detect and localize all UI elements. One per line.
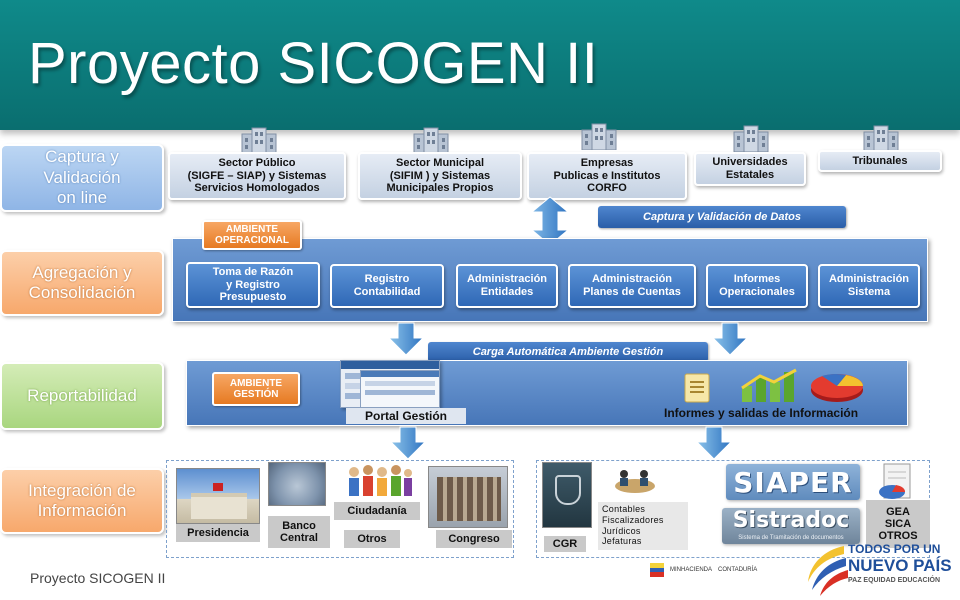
pie-chart-icon <box>811 374 863 402</box>
document-chart-icon <box>879 463 911 499</box>
side-label-reportabilidad: Reportabilidad <box>0 362 164 430</box>
side-label-captura: Captura y Validación on line <box>0 144 164 212</box>
cgr-label: CGR <box>544 536 586 552</box>
captura-validacion-bar: Captura y Validación de Datos <box>598 206 846 228</box>
building-icon <box>863 125 899 152</box>
portal-gestion-label: Portal Gestión <box>346 408 466 424</box>
bar-chart-icon <box>741 368 797 402</box>
gea-sica-otros-label: GEA SICA OTROS <box>866 500 930 548</box>
ministry-logos: MINHACIENDA CONTADURÍA <box>650 560 800 580</box>
ambiente-operacional-badge: AMBIENTE OPERACIONAL <box>202 220 302 250</box>
carga-automatica-bar: Carga Automática Ambiente Gestión <box>428 342 708 362</box>
congreso-photo <box>428 466 508 528</box>
people-meeting-icon <box>615 470 655 493</box>
slide-header <box>0 0 960 130</box>
nuevo-pais-swoosh-icon <box>808 546 848 596</box>
nuevo-pais-logo: TODOS POR UN NUEVO PAÍS PAZ EQUIDAD EDUC… <box>848 542 952 584</box>
module-administracion-entidades: Administración Entidades <box>456 264 558 308</box>
presidencia-label: Presidencia <box>176 524 260 542</box>
source-universidades: Universidades Estatales <box>694 152 806 186</box>
ambiente-gestion-badge: AMBIENTE GESTIÓN <box>212 372 300 406</box>
module-toma-de-razon: Toma de Razón y Registro Presupuesto <box>186 262 320 308</box>
cgr-emblem-photo <box>542 462 592 528</box>
module-registro-contabilidad: Registro Contabilidad <box>330 264 444 308</box>
ciudadania-people-image <box>344 462 414 502</box>
source-sector-municipal: Sector Municipal (SIFIM ) y Sistemas Mun… <box>358 152 522 200</box>
slide-title: Proyecto SICOGEN II <box>28 31 599 96</box>
source-sector-publico: Sector Público (SIGFE – SIAP) y Sistemas… <box>168 152 346 200</box>
down-arrow-icon <box>696 426 732 460</box>
otros-label: Otros <box>344 530 400 548</box>
ciudadania-label: Ciudadanía <box>334 502 420 520</box>
minhacienda-label: MINHACIENDA <box>670 567 713 573</box>
building-icon <box>413 127 449 154</box>
building-icon <box>241 127 277 154</box>
module-administracion-sistema: Administración Sistema <box>818 264 920 308</box>
source-empresas-publicas: Empresas Publicas e Institutos CORFO <box>527 152 687 200</box>
sistradoc-logo: Sistradoc Sistema de Tramitación de docu… <box>722 508 860 544</box>
informes-salidas-label: Informes y salidas de Información <box>664 406 859 420</box>
source-tribunales: Tribunales <box>818 150 942 172</box>
banco-central-label: Banco Central <box>268 516 330 548</box>
building-icon <box>733 125 769 152</box>
colombia-shield-icon <box>650 563 664 577</box>
down-arrow-icon <box>712 322 748 356</box>
contables-fiscalizadores-label: Contables Fiscalizadores Jurídicos Jefat… <box>598 502 688 550</box>
side-label-agregacion: Agregación y Consolidación <box>0 250 164 316</box>
footer-text: Proyecto SICOGEN II <box>30 570 166 586</box>
down-arrow-icon <box>388 322 424 356</box>
presidencia-photo <box>176 468 260 524</box>
down-arrow-icon <box>390 426 426 460</box>
banco-central-photo <box>268 462 326 506</box>
side-label-integracion: Integración de Información <box>0 468 164 534</box>
integracion-external-group <box>166 460 514 558</box>
module-informes-operacionales: Informes Operacionales <box>706 264 808 308</box>
siaper-logo: SIAPER <box>726 464 860 500</box>
document-icon <box>684 373 710 403</box>
building-icon <box>581 123 617 150</box>
congreso-label: Congreso <box>436 530 512 548</box>
portal-screenshot-image-2 <box>360 370 440 408</box>
module-administracion-planes: Administración Planes de Cuentas <box>568 264 696 308</box>
contaduria-label: CONTADURÍA <box>718 567 758 573</box>
